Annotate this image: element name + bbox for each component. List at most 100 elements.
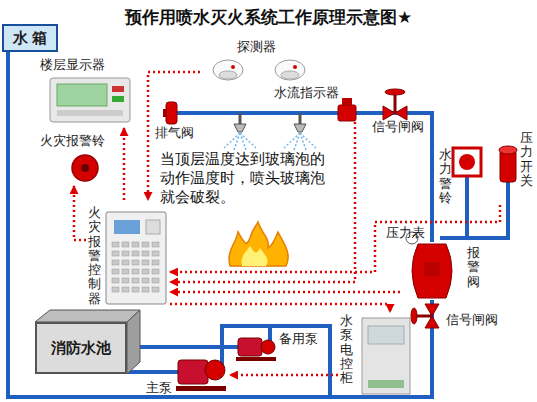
- floor-display-device: [112, 96, 124, 102]
- water-spray: [224, 133, 256, 150]
- sprinkler-heads: [234, 113, 306, 132]
- water-pipes: [465, 176, 469, 238]
- water-motor-gong: [459, 154, 475, 170]
- signal-line: [123, 128, 126, 200]
- alarm-control-panel: [122, 260, 129, 265]
- floor-display-device: [57, 110, 123, 116]
- alarm-controller: 火灾报警控制器: [86, 200, 170, 312]
- water-flow-indicator: [342, 98, 352, 105]
- fire-pool-3d: [35, 310, 140, 322]
- water-flow-indicator: [338, 98, 356, 121]
- node-label: 主泵: [146, 381, 172, 396]
- signal-line: [170, 304, 390, 312]
- node-label: 水泵电控柜: [340, 314, 353, 385]
- alarm-control-panel: [122, 242, 129, 247]
- signal-gate-valve-bottom: [411, 304, 439, 328]
- explanatory-note: 当顶层温度达到玻璃泡的动作温度时，喷头玻璃泡就会破裂。: [160, 150, 338, 206]
- part-label: 信号闸阀: [446, 313, 498, 328]
- air-vent-valve: [166, 102, 177, 124]
- alarm-control-panel: [132, 242, 139, 247]
- signal-gate-valve-top: [394, 94, 397, 113]
- water-pipes: [127, 370, 180, 374]
- fire-flame: [242, 246, 268, 266]
- alarm-control-panel: [152, 278, 159, 283]
- node-label: 水 箱: [13, 29, 47, 46]
- standby-pump: [261, 340, 275, 354]
- water-motor-gong: [453, 148, 481, 176]
- node-label: 消防水池: [51, 339, 111, 356]
- pump-control-cabinet: [362, 318, 410, 394]
- alarm-control-panel: [122, 278, 129, 283]
- alarm-control-panel: [122, 287, 129, 292]
- alarm-bell: [72, 155, 98, 181]
- standby-pump: [238, 338, 262, 356]
- signal-gate-valve-top: [385, 89, 405, 95]
- smoke-detectors: [293, 65, 297, 69]
- alarm-control-panel: [114, 220, 140, 234]
- alarm-control-panel: [142, 251, 149, 256]
- pressure-switch-device: [499, 146, 517, 154]
- standby-pump: [236, 338, 276, 361]
- alarm-valve-body: [424, 262, 440, 276]
- signal-gate-valve-top: [383, 89, 407, 120]
- part-label: 压力表: [386, 226, 399, 241]
- pressure-switch-device: [499, 146, 517, 182]
- water-flow-indicator: 水流指示器: [272, 86, 370, 122]
- alarm-valve: 报警阀: [400, 232, 482, 312]
- floor-display: 楼层显示器: [34, 58, 134, 128]
- standby-pump: 备用泵: [232, 330, 320, 364]
- main-pump: [176, 386, 226, 391]
- signal-line: [170, 205, 500, 272]
- pressure-switch-device: [500, 150, 516, 182]
- alarm-control-panel: [152, 242, 159, 247]
- part-label: 信号闸阀: [372, 120, 424, 135]
- pump-control-cabinet: [368, 326, 404, 344]
- alarm-valve-body: [406, 232, 452, 298]
- sprinkler-heads: [239, 113, 242, 124]
- fire-flame: [229, 222, 288, 266]
- smoke-detectors: [231, 65, 235, 69]
- main-pump: [176, 360, 226, 391]
- alarm-control-panel: [106, 212, 166, 304]
- alarm-control-panel: [142, 287, 149, 292]
- alarm-control-panel: [112, 260, 119, 265]
- water-spray: [224, 133, 316, 150]
- alarm-control-panel: [152, 260, 159, 265]
- signal-line: [230, 374, 338, 377]
- alarm-control-panel: [112, 242, 159, 292]
- sprinkler-heads: [294, 124, 306, 132]
- alarm-bell: [72, 155, 98, 181]
- node-label: 火灾报警铃: [40, 134, 105, 149]
- fire-flame: [229, 222, 288, 266]
- main-pump: 主泵: [140, 352, 230, 398]
- alarm-bell: [81, 164, 89, 172]
- water-pipes: [222, 326, 330, 397]
- standby-pump: [236, 357, 276, 361]
- smoke-detectors: [219, 71, 237, 79]
- water-motor-gong: [453, 148, 481, 176]
- water-pipes: [8, 48, 508, 397]
- smoke-detectors: [275, 60, 305, 80]
- alarm-control-panel: [112, 251, 119, 256]
- alarm-control-panel: [152, 251, 159, 256]
- alarm-control-panel: [112, 278, 119, 283]
- alarm-valve-body: [406, 232, 418, 244]
- node-label: 压力开关: [520, 131, 533, 188]
- fire-pool-3d: [35, 310, 140, 374]
- alarm-valve-body: [412, 235, 415, 238]
- node-label: 水流指示器: [274, 86, 339, 101]
- alarm-control-panel: [142, 269, 149, 274]
- alarm-control-panel: [112, 242, 119, 247]
- pump-control-cabinet: [368, 380, 404, 388]
- alarm-control-panel: [122, 269, 129, 274]
- main-pump: [178, 360, 208, 384]
- alarm-control-panel: [142, 260, 149, 265]
- alarm-control-panel: [112, 287, 119, 292]
- smoke-detector: 探测器: [200, 40, 312, 86]
- water-flow-indicator: [338, 105, 356, 121]
- floor-display-device: [50, 78, 130, 122]
- water-spray: [284, 133, 316, 150]
- smoke-detectors: [281, 71, 299, 79]
- alarm-control-panel: [132, 251, 139, 256]
